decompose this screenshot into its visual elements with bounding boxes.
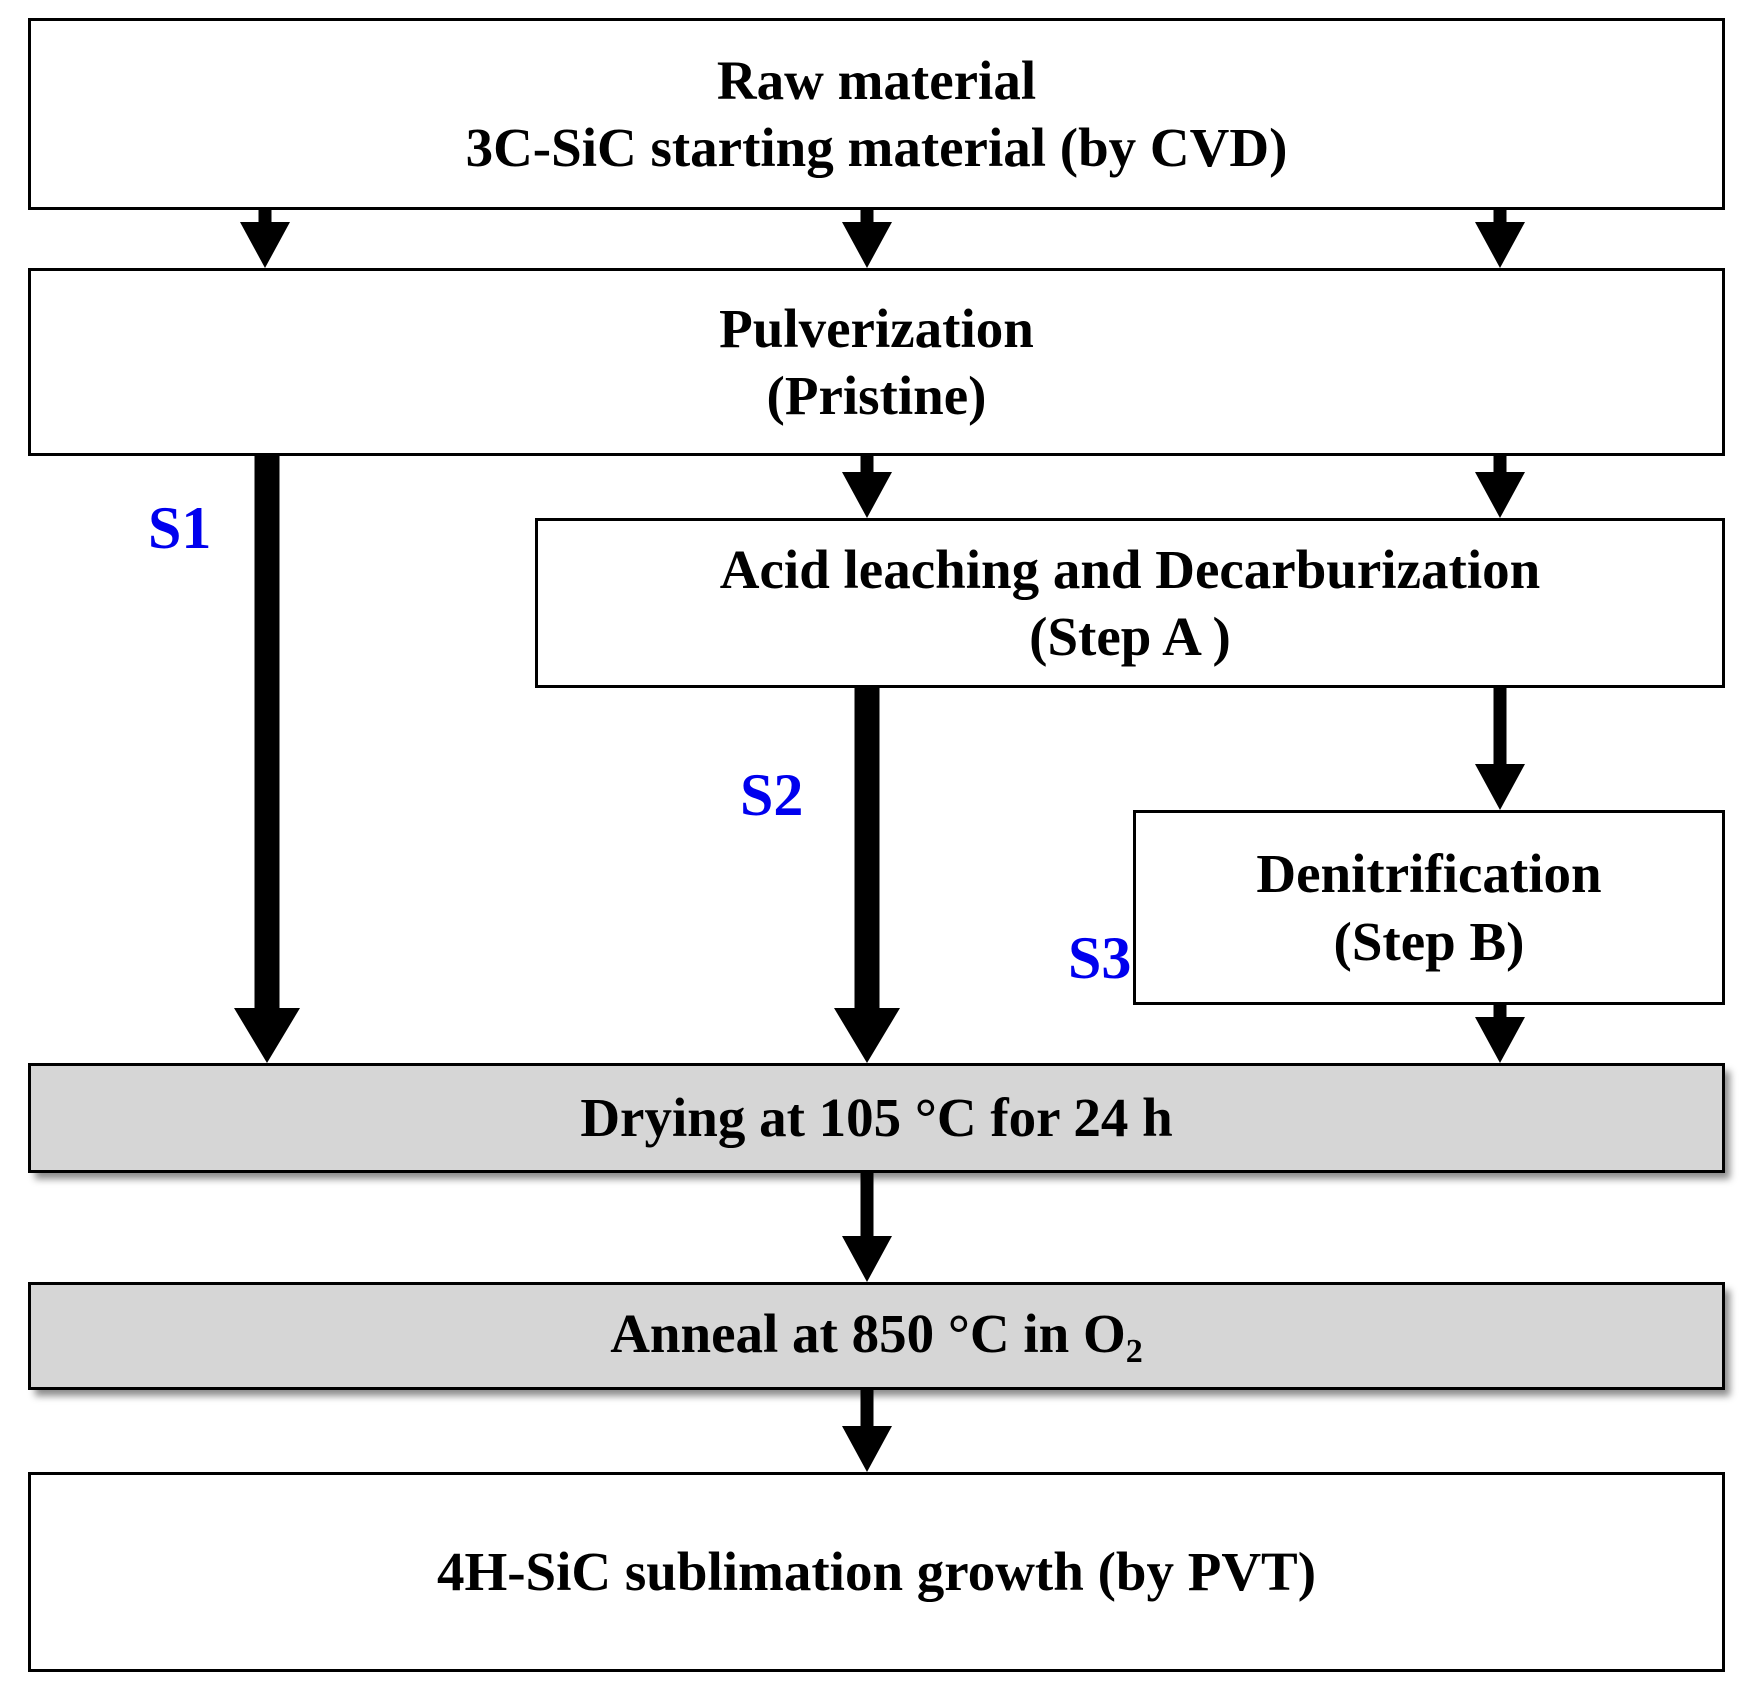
- arrow-head: [842, 1236, 892, 1282]
- arrow-pulverization-to-acid-center: [842, 456, 892, 518]
- arrow-raw-to-pulverization-right: [1475, 210, 1525, 268]
- arrow-shaft: [854, 688, 880, 1012]
- box-sublimation-growth: 4H-SiC sublimation growth (by PVT): [28, 1472, 1725, 1672]
- box-drying: Drying at 105 °C for 24 h: [28, 1063, 1725, 1173]
- arrow-head: [1475, 764, 1525, 810]
- box-pulverization-line-1: Pulverization: [719, 297, 1034, 359]
- box-anneal-text: Anneal at 850 °C in O: [610, 1302, 1126, 1364]
- box-denitrification-line-2: (Step B): [1333, 910, 1525, 972]
- box-pulverization-line-2: (Pristine): [766, 365, 987, 426]
- arrow-acid-to-denitrification: [1475, 688, 1525, 810]
- box-acid-leaching-line-2: (Step A ): [1029, 606, 1231, 667]
- box-pulverization: Pulverization (Pristine): [28, 268, 1725, 456]
- box-anneal: Anneal at 850 °C in O2: [28, 1282, 1725, 1390]
- arrow-shaft: [860, 1173, 874, 1240]
- arrow-head: [842, 472, 892, 518]
- arrow-head: [240, 222, 290, 268]
- box-acid-leaching-decarburization: Acid leaching and Decarburization (Step …: [535, 518, 1725, 688]
- box-sublimation-growth-line-1: 4H-SiC sublimation growth (by PVT): [436, 1541, 1317, 1603]
- arrow-s1-pulverization-to-drying: [234, 456, 300, 1063]
- arrow-head: [234, 1008, 300, 1063]
- arrow-shaft: [1493, 688, 1507, 768]
- arrow-drying-to-anneal: [842, 1173, 892, 1282]
- box-denitrification-line-1: Denitrification: [1256, 843, 1602, 905]
- box-raw-material-line-2: 3C-SiC starting material (by CVD): [465, 117, 1288, 178]
- arrow-s3-denitrification-to-drying: [1475, 1005, 1525, 1063]
- arrow-anneal-to-growth: [842, 1390, 892, 1472]
- route-label-s1: S1: [148, 495, 212, 561]
- box-anneal-line-1: Anneal at 850 °C in O2: [610, 1300, 1143, 1373]
- box-raw-material: Raw material 3C-SiC starting material (b…: [28, 18, 1725, 210]
- arrow-head: [1475, 472, 1525, 518]
- box-drying-line-1: Drying at 105 °C for 24 h: [580, 1087, 1173, 1149]
- arrow-raw-to-pulverization-left: [240, 210, 290, 268]
- route-label-s3: S3: [1068, 925, 1132, 991]
- box-denitrification: Denitrification (Step B): [1133, 810, 1725, 1005]
- arrow-head: [1475, 1017, 1525, 1063]
- arrow-head: [1475, 222, 1525, 268]
- arrow-shaft: [254, 456, 280, 1012]
- box-acid-leaching-line-1: Acid leaching and Decarburization: [719, 538, 1541, 600]
- arrow-s2-acid-to-drying: [834, 688, 900, 1063]
- arrow-shaft: [860, 1390, 874, 1430]
- arrow-head: [842, 1426, 892, 1472]
- box-anneal-subscript: 2: [1125, 1332, 1143, 1370]
- arrow-pulverization-to-acid-right: [1475, 456, 1525, 518]
- box-raw-material-line-1: Raw material: [716, 49, 1037, 111]
- arrow-head: [834, 1008, 900, 1063]
- route-label-s2: S2: [740, 762, 804, 828]
- arrow-raw-to-pulverization-center: [842, 210, 892, 268]
- arrow-head: [842, 222, 892, 268]
